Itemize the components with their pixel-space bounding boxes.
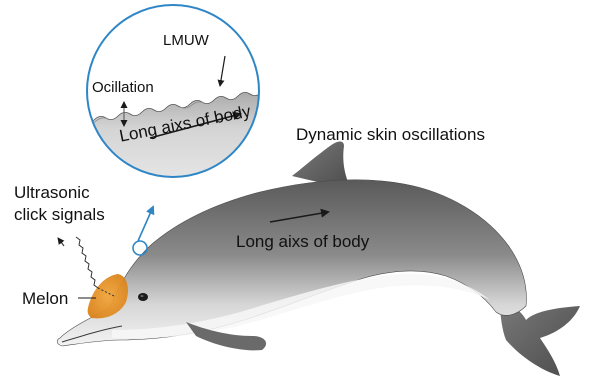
oscillation-label: Ocillation (92, 80, 154, 95)
body-axis-label: Long aixs of body (236, 233, 369, 250)
lmuw-label: LMUW (163, 33, 209, 48)
melon-label: Melon (22, 290, 68, 307)
blowhole-marker (133, 241, 147, 255)
inset-connector-arrow (138, 207, 153, 241)
ultrasonic-label-line2: click signals (14, 206, 105, 223)
dolphin-body (57, 180, 526, 346)
dynamic-skin-oscillations-label: Dynamic skin oscillations (296, 126, 485, 143)
dolphin-illustration (57, 142, 580, 377)
ultrasonic-label-line1: Ultrasonic (14, 184, 90, 201)
eye (138, 293, 148, 301)
